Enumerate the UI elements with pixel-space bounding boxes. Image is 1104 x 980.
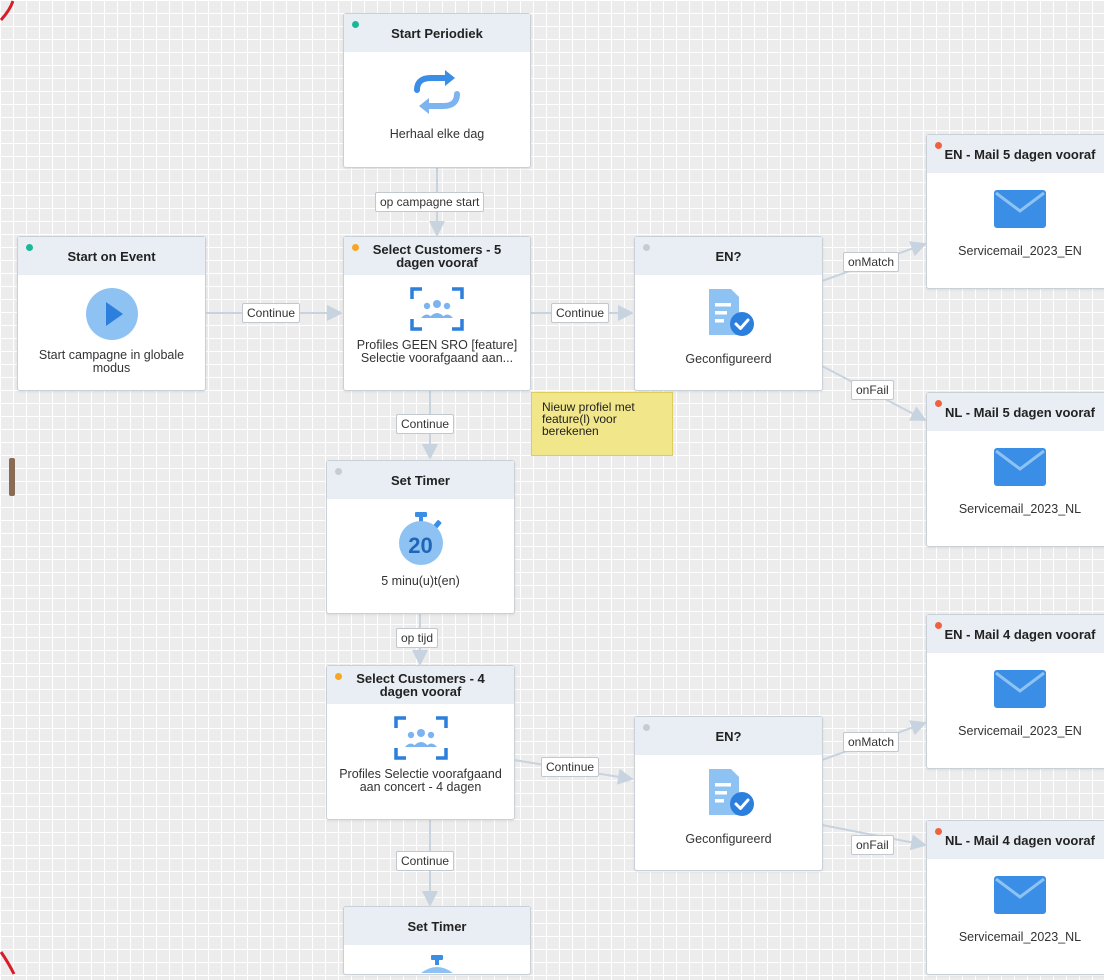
node-title: Select Customers - 5 dagen vooraf bbox=[372, 242, 502, 270]
node-title: Set Timer bbox=[407, 918, 467, 934]
status-dot bbox=[352, 21, 359, 28]
node-description: Profiles Selectie voorafgaand aan concer… bbox=[339, 767, 502, 794]
status-dot bbox=[335, 468, 342, 475]
node-title: Select Customers - 4 dagen vooraf bbox=[356, 671, 485, 699]
node-set-timer-1[interactable]: Set Timer 20 5 minu(u)t(en) bbox=[326, 460, 515, 614]
status-dot bbox=[643, 244, 650, 251]
node-description: Servicemail_2023_NL bbox=[958, 930, 1082, 944]
node-title: EN - Mail 4 dagen vooraf bbox=[944, 626, 1096, 642]
timer-value: 20 bbox=[408, 533, 433, 558]
status-dot bbox=[335, 673, 342, 680]
collapse-handle[interactable] bbox=[9, 458, 15, 496]
sticky-note[interactable]: Nieuw profiel met feature(l) voor bereke… bbox=[531, 392, 673, 456]
status-dot bbox=[643, 724, 650, 731]
status-dot bbox=[935, 828, 942, 835]
node-description: 5 minu(u)t(en) bbox=[381, 574, 460, 588]
connection-label-op-tijd[interactable]: op tijd bbox=[396, 628, 439, 648]
node-title: EN? bbox=[715, 248, 742, 264]
status-dot bbox=[935, 622, 942, 629]
mail-icon bbox=[927, 669, 1104, 709]
play-icon bbox=[18, 287, 205, 341]
node-condition-en-2[interactable]: EN? Geconfigureerd bbox=[634, 716, 823, 871]
node-description: Servicemail_2023_NL bbox=[958, 502, 1082, 516]
connection-label-continue[interactable]: Continue bbox=[396, 414, 455, 434]
mail-icon bbox=[927, 447, 1104, 487]
node-description: Servicemail_2023_EN bbox=[958, 244, 1082, 258]
status-dot bbox=[26, 244, 33, 251]
connection-label-continue[interactable]: Continue bbox=[541, 757, 600, 777]
connection-label-onmatch[interactable]: onMatch bbox=[843, 732, 900, 752]
node-description: Geconfigureerd bbox=[685, 832, 772, 846]
node-mail-nl-5[interactable]: NL - Mail 5 dagen vooraf Servicemail_202… bbox=[926, 392, 1104, 547]
node-set-timer-2[interactable]: Set Timer bbox=[343, 906, 531, 975]
node-description: Start campagne in globale modus bbox=[38, 348, 185, 375]
document-check-icon bbox=[635, 767, 822, 819]
node-start-periodiek[interactable]: Start Periodiek Herhaal elke dag bbox=[343, 13, 531, 168]
node-mail-en-5[interactable]: EN - Mail 5 dagen vooraf Servicemail_202… bbox=[926, 134, 1104, 289]
node-title: Start on Event bbox=[67, 248, 156, 264]
document-check-icon bbox=[635, 287, 822, 339]
mail-icon bbox=[927, 875, 1104, 915]
node-title: Set Timer bbox=[390, 472, 450, 488]
node-title: Start Periodiek bbox=[391, 25, 483, 41]
node-mail-en-4[interactable]: EN - Mail 4 dagen vooraf Servicemail_202… bbox=[926, 614, 1104, 769]
node-title: NL - Mail 5 dagen vooraf bbox=[944, 404, 1095, 420]
stopwatch-icon: 20 bbox=[327, 511, 514, 567]
node-description: Herhaal elke dag bbox=[389, 127, 485, 141]
status-dot bbox=[935, 142, 942, 149]
node-description: Servicemail_2023_EN bbox=[958, 724, 1082, 738]
edge-annotation-bottom bbox=[0, 950, 16, 975]
mail-icon bbox=[927, 189, 1104, 229]
node-start-on-event[interactable]: Start on Event Start campagne in globale… bbox=[17, 236, 206, 391]
node-title: NL - Mail 4 dagen vooraf bbox=[944, 832, 1095, 848]
repeat-icon bbox=[344, 64, 530, 120]
connection-label-continue[interactable]: Continue bbox=[396, 851, 455, 871]
stopwatch-icon bbox=[344, 953, 530, 973]
group-select-icon bbox=[344, 287, 530, 331]
edge-annotation-top bbox=[0, 0, 15, 22]
node-description: Profiles GEEN SRO [feature] Selectie voo… bbox=[356, 338, 518, 365]
node-title: EN - Mail 5 dagen vooraf bbox=[944, 146, 1096, 162]
node-select-customers-4[interactable]: Select Customers - 4 dagen vooraf Profil… bbox=[326, 665, 515, 820]
connection-label-continue[interactable]: Continue bbox=[242, 303, 301, 323]
node-mail-nl-4[interactable]: NL - Mail 4 dagen vooraf Servicemail_202… bbox=[926, 820, 1104, 975]
connection-label-continue[interactable]: Continue bbox=[551, 303, 610, 323]
connection-label-op-campagne-start[interactable]: op campagne start bbox=[375, 192, 485, 212]
node-select-customers-5[interactable]: Select Customers - 5 dagen vooraf Profil… bbox=[343, 236, 531, 391]
node-title: EN? bbox=[715, 728, 742, 744]
node-description: Geconfigureerd bbox=[685, 352, 772, 366]
node-condition-en-1[interactable]: EN? Geconfigureerd bbox=[634, 236, 823, 391]
status-dot bbox=[352, 244, 359, 251]
status-dot bbox=[935, 400, 942, 407]
connection-label-onmatch[interactable]: onMatch bbox=[843, 252, 900, 272]
connection-label-onfail[interactable]: onFail bbox=[851, 380, 894, 400]
connection-label-onfail[interactable]: onFail bbox=[851, 835, 894, 855]
group-select-icon bbox=[327, 716, 514, 760]
